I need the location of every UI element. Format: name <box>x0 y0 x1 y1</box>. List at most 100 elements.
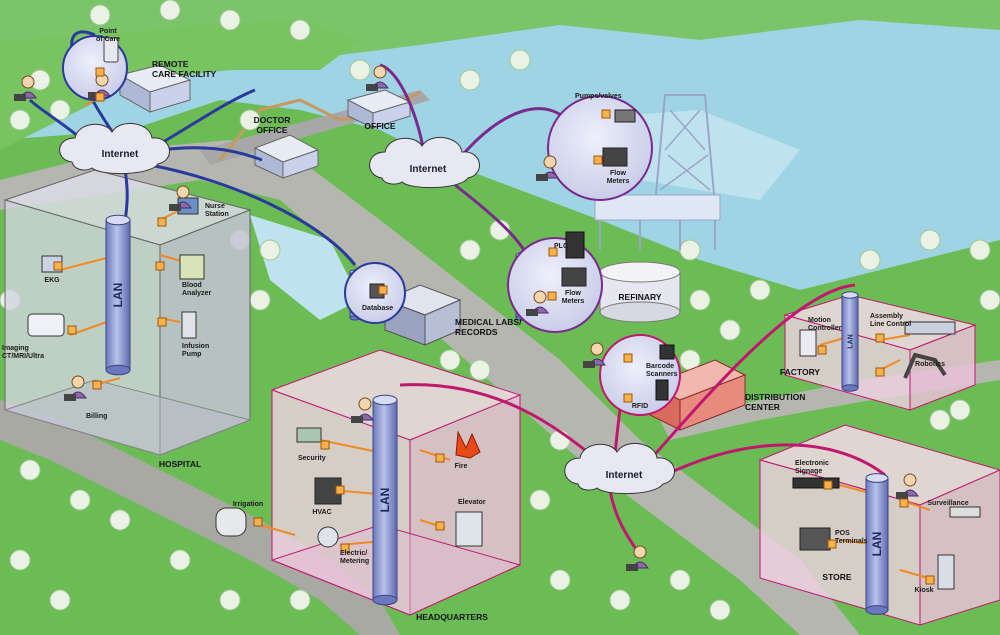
user-icon <box>88 73 111 99</box>
tree <box>239 109 261 131</box>
tree <box>459 239 481 261</box>
tree <box>289 589 311 611</box>
point-of-care-icon <box>103 37 119 63</box>
label-pumps-valves: Pumps/valves <box>575 93 622 100</box>
lan-label: LAN <box>378 488 392 513</box>
tree <box>489 219 511 241</box>
infusion-pump-icon <box>181 311 197 339</box>
lower-road <box>0 400 400 635</box>
refinary-tank <box>599 261 681 323</box>
flow-meters-bottom-icon <box>561 267 587 287</box>
inlet <box>250 215 360 320</box>
label-billing: Billing <box>86 413 107 420</box>
network-node <box>435 453 445 463</box>
cloud-right-label: Internet <box>606 470 643 481</box>
tree <box>459 69 481 91</box>
security-icon <box>296 427 322 443</box>
network-node <box>817 345 827 355</box>
link-internet-to-doctor <box>159 146 263 162</box>
tree <box>919 229 941 251</box>
lan-label: LAN <box>848 334 855 348</box>
tree <box>259 239 281 261</box>
surveillance-icon <box>949 506 981 518</box>
electric-meter-icon <box>317 526 339 548</box>
bubble-plc <box>507 237 603 333</box>
lan-pipe-store: LAN <box>865 473 889 615</box>
link-internet-to-remote-care <box>149 88 256 152</box>
lan-label: LAN <box>111 283 125 308</box>
tree <box>169 549 191 571</box>
tree <box>89 4 111 26</box>
label-plc: PLC <box>554 243 568 250</box>
label-store: STORE <box>822 572 851 582</box>
tree <box>669 569 691 591</box>
motion-controller-icon <box>799 329 817 357</box>
network-node <box>95 67 105 77</box>
tree <box>509 49 531 71</box>
kiosk-icon <box>937 554 955 590</box>
network-node <box>875 367 885 377</box>
tree <box>219 9 241 31</box>
tree <box>249 289 271 311</box>
tree <box>749 279 771 301</box>
network-node <box>925 575 935 585</box>
devices <box>27 37 981 590</box>
tree <box>679 239 701 261</box>
tree <box>979 289 1000 311</box>
label-kiosk: Kiosk <box>914 587 933 594</box>
tree <box>969 239 991 261</box>
tree <box>19 459 41 481</box>
tree <box>69 489 91 511</box>
network-node <box>435 521 445 531</box>
network-nodes <box>53 67 935 585</box>
cloud-left-label: Internet <box>102 149 139 160</box>
bubble-pumps <box>547 95 653 201</box>
assembly-line-icon <box>904 321 956 335</box>
network-node <box>623 353 633 363</box>
network-node <box>53 261 63 271</box>
tree <box>439 349 461 371</box>
tree <box>709 599 731 621</box>
network-node <box>157 317 167 327</box>
network-node <box>320 440 330 450</box>
network-node <box>548 247 558 257</box>
cloud-left: Internet <box>59 123 170 175</box>
label-database: Database <box>362 305 393 312</box>
elevator-icon <box>455 511 483 547</box>
network-node <box>547 291 557 301</box>
label-headquarters: HEADQUARTERS <box>416 612 488 622</box>
link-internet-to-factory <box>648 283 856 461</box>
doctor-office-building <box>253 134 320 179</box>
tree <box>529 489 551 511</box>
label-medical-labs: MEDICAL LABS/RECORDS <box>455 317 522 337</box>
user-icon <box>536 155 559 181</box>
tree <box>949 399 971 421</box>
user-icon <box>366 65 389 91</box>
network-node <box>340 543 350 553</box>
tree <box>9 549 31 571</box>
user-icons <box>14 65 919 571</box>
tree <box>859 249 881 271</box>
tree <box>349 59 371 81</box>
network-node <box>378 285 388 295</box>
label-hvac: HVAC <box>312 509 331 516</box>
plc-icon <box>565 231 585 259</box>
label-electric-metering: Electric/Metering <box>340 550 369 565</box>
irrigation-icon <box>215 507 247 537</box>
tree <box>689 289 711 311</box>
lan-pipe-hospital: LAN <box>105 214 131 376</box>
network-node <box>875 333 885 343</box>
fire-icon <box>455 430 481 459</box>
